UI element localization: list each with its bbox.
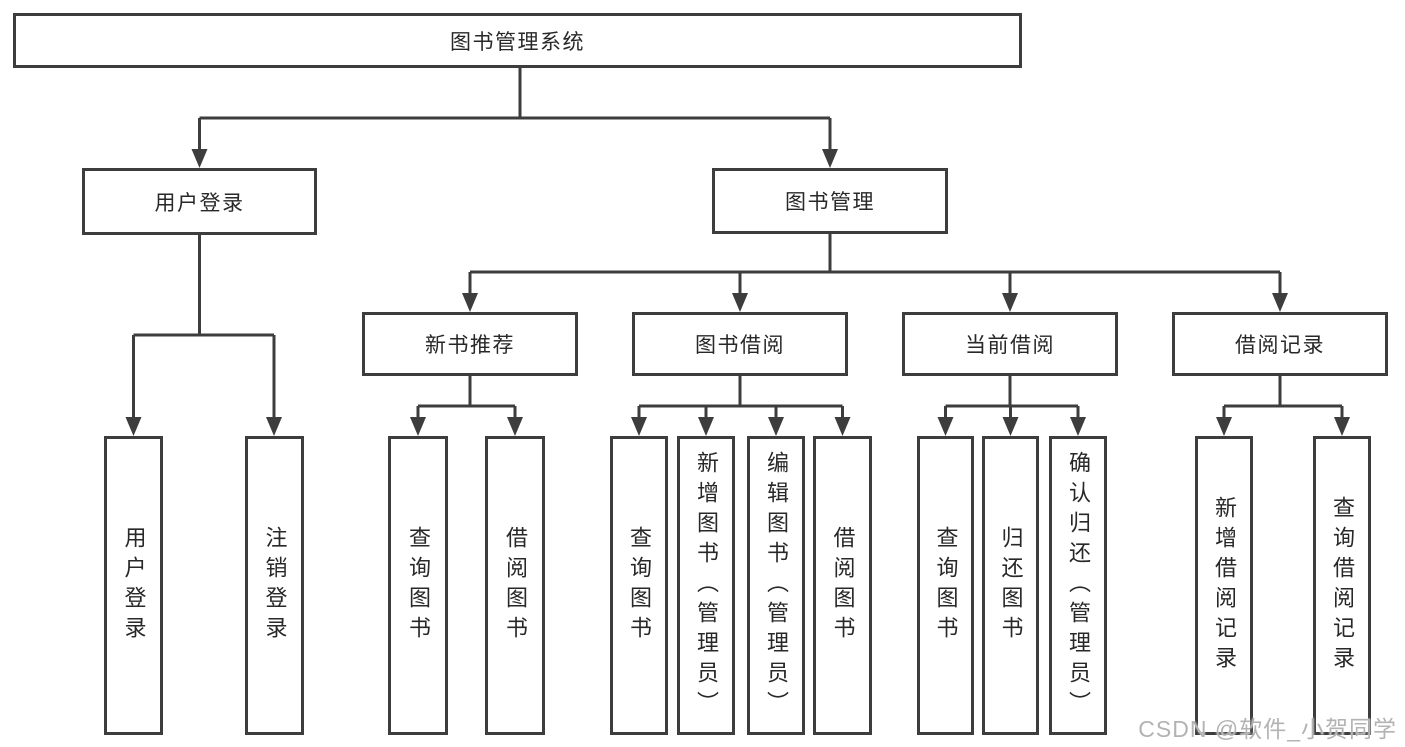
node-new-book-recommendation: 新书推荐 bbox=[362, 312, 578, 376]
leaf-br-add-record: 新增借阅记录 bbox=[1195, 436, 1253, 735]
leaf-cb-query-books-label: 查询图书 bbox=[933, 525, 959, 646]
arrowhead-down-icon bbox=[768, 417, 784, 436]
leaf-logout-login: 注销登录 bbox=[245, 436, 304, 735]
leaf-bb-query-books: 查询图书 bbox=[610, 436, 668, 735]
leaf-bb-edit-books-admin-label: 编辑图书（管理员） bbox=[764, 450, 789, 721]
leaf-nb-borrow-books: 借阅图书 bbox=[485, 436, 545, 735]
arrowhead-down-icon bbox=[834, 417, 851, 436]
leaf-cb-query-books: 查询图书 bbox=[917, 436, 974, 735]
leaf-nb-query-books-label: 查询图书 bbox=[406, 525, 431, 646]
leaf-bb-borrow-books: 借阅图书 bbox=[813, 436, 872, 735]
arrowhead-down-icon bbox=[266, 417, 282, 436]
arrowhead-down-icon bbox=[1272, 293, 1288, 312]
arrowhead-down-icon bbox=[698, 417, 714, 436]
arrowhead-down-icon bbox=[1334, 417, 1350, 436]
arrowhead-down-icon bbox=[732, 293, 748, 312]
arrowhead-down-icon bbox=[191, 149, 208, 168]
leaf-bb-add-books-admin: 新增图书（管理员） bbox=[677, 436, 735, 735]
leaf-logout-login-label: 注销登录 bbox=[262, 525, 288, 646]
arrowhead-down-icon bbox=[125, 417, 142, 436]
leaf-nb-query-books: 查询图书 bbox=[388, 436, 448, 735]
leaf-br-query-record: 查询借阅记录 bbox=[1313, 436, 1371, 735]
node-book-borrowing: 图书借阅 bbox=[632, 312, 848, 376]
node-root-book-management-system: 图书管理系统 bbox=[13, 13, 1022, 68]
leaf-bb-query-books-label: 查询图书 bbox=[627, 525, 652, 646]
node-borrowing-records: 借阅记录 bbox=[1172, 312, 1388, 376]
leaf-bb-edit-books-admin: 编辑图书（管理员） bbox=[747, 436, 805, 735]
csdn-watermark: CSDN @软件_小贺同学 bbox=[1138, 716, 1397, 742]
arrowhead-down-icon bbox=[410, 417, 426, 436]
arrowhead-down-icon bbox=[1070, 417, 1086, 436]
arrowhead-down-icon bbox=[1216, 417, 1232, 436]
arrowhead-down-icon bbox=[507, 417, 523, 436]
arrowhead-down-icon bbox=[1002, 417, 1019, 436]
node-book-management: 图书管理 bbox=[712, 168, 948, 234]
leaf-cb-confirm-return-admin-label: 确认归还（管理员） bbox=[1066, 450, 1091, 721]
arrowhead-down-icon bbox=[1002, 293, 1018, 312]
leaf-cb-return-books-label: 归还图书 bbox=[998, 525, 1024, 646]
leaf-bb-borrow-books-label: 借阅图书 bbox=[830, 525, 856, 646]
leaf-cb-confirm-return-admin: 确认归还（管理员） bbox=[1049, 436, 1107, 735]
leaf-nb-borrow-books-label: 借阅图书 bbox=[503, 525, 528, 646]
arrowhead-down-icon bbox=[937, 417, 954, 436]
leaf-user-login-label: 用户登录 bbox=[121, 525, 147, 646]
leaf-br-query-record-label: 查询借阅记录 bbox=[1330, 495, 1355, 676]
node-user-login: 用户登录 bbox=[82, 168, 317, 235]
arrowhead-down-icon bbox=[822, 149, 838, 168]
node-current-borrowing: 当前借阅 bbox=[902, 312, 1118, 376]
leaf-cb-return-books: 归还图书 bbox=[982, 436, 1039, 735]
leaf-user-login: 用户登录 bbox=[104, 436, 163, 735]
leaf-bb-add-books-admin-label: 新增图书（管理员） bbox=[694, 450, 719, 721]
leaf-br-add-record-label: 新增借阅记录 bbox=[1212, 495, 1237, 676]
arrowhead-down-icon bbox=[462, 293, 478, 312]
arrowhead-down-icon bbox=[631, 417, 647, 436]
